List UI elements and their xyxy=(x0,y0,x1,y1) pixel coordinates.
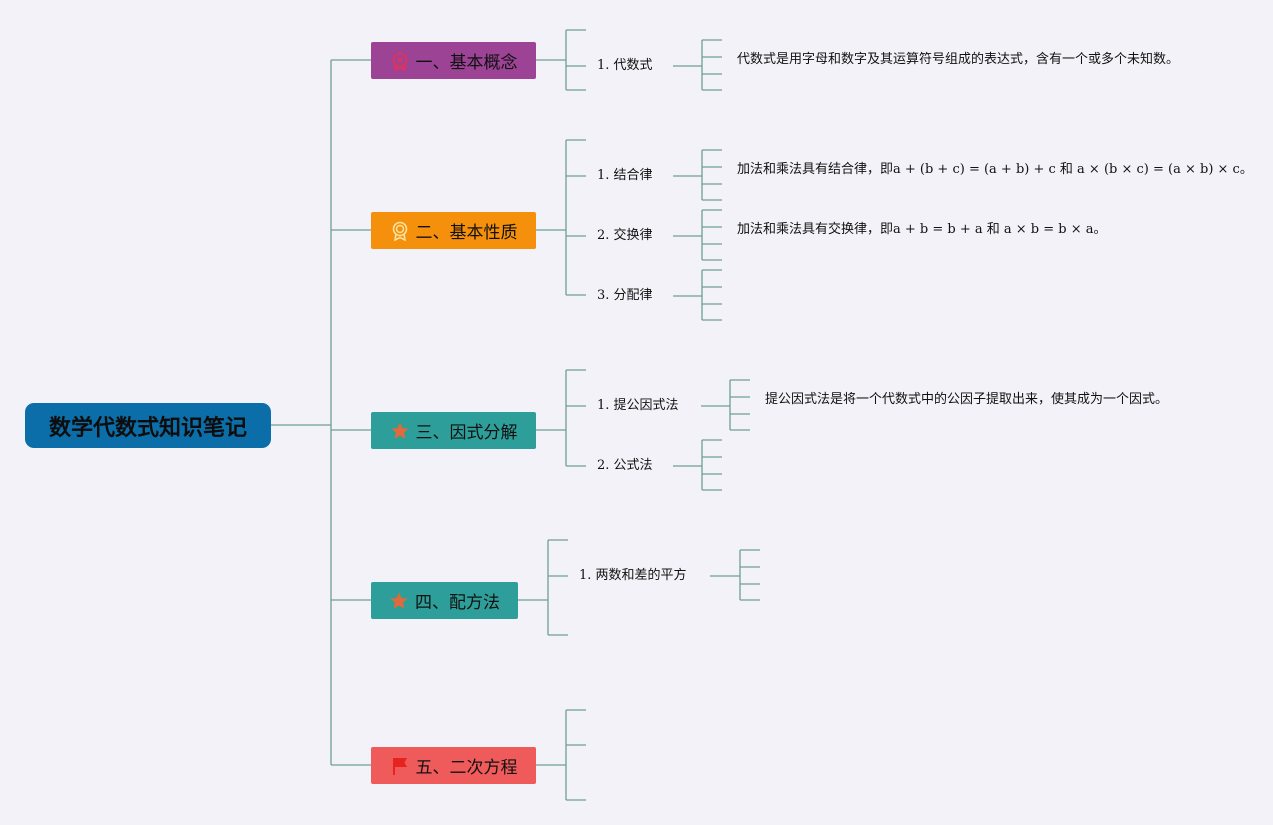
topic-factorization[interactable]: 三、因式分解 xyxy=(371,412,536,449)
note-commutative-law: 加法和乘法具有交换律，即a + b = b + a 和 a × b = b × … xyxy=(737,222,1107,237)
topic-label: 三、因式分解 xyxy=(415,423,518,443)
root-topic[interactable]: 数学代数式知识笔记 xyxy=(25,403,271,448)
topic-basic-concept[interactable]: 一、基本概念 xyxy=(371,42,536,79)
note-algebraic-expression: 代数式是用字母和数字及其运算符号组成的表达式，含有一个或多个未知数。 xyxy=(737,52,1180,67)
subtopic-square-of-sum-difference[interactable]: 1. 两数和差的平方 xyxy=(579,565,687,587)
subtopic-common-factor[interactable]: 1. 提公因式法 xyxy=(597,395,679,417)
subtopic-formula-method[interactable]: 2. 公式法 xyxy=(597,455,653,477)
topic-label: 二、基本性质 xyxy=(415,223,518,243)
topic-label: 一、基本概念 xyxy=(415,53,518,73)
subtopic-algebraic-expression[interactable]: 1. 代数式 xyxy=(597,55,653,77)
flag-icon xyxy=(390,756,410,776)
medal-icon xyxy=(390,221,410,241)
star-icon xyxy=(389,591,409,611)
note-associative-law: 加法和乘法具有结合律，即a + (b + c) = (a + b) + c 和 … xyxy=(737,162,1253,177)
topic-completing-square[interactable]: 四、配方法 xyxy=(371,582,518,619)
topic-label: 五、二次方程 xyxy=(415,758,518,778)
root-title: 数学代数式知识笔记 xyxy=(48,415,247,441)
star-icon xyxy=(390,421,410,441)
subtopic-distributive-law[interactable]: 3. 分配律 xyxy=(597,285,653,307)
award-icon xyxy=(390,51,410,71)
note-common-factor: 提公因式法是将一个代数式中的公因子提取出来，使其成为一个因式。 xyxy=(765,392,1169,407)
topic-quadratic-equation[interactable]: 五、二次方程 xyxy=(371,747,536,784)
topic-label: 四、配方法 xyxy=(415,593,500,613)
subtopic-commutative-law[interactable]: 2. 交换律 xyxy=(597,225,653,247)
topic-basic-properties[interactable]: 二、基本性质 xyxy=(371,212,536,249)
subtopic-associative-law[interactable]: 1. 结合律 xyxy=(597,165,653,187)
